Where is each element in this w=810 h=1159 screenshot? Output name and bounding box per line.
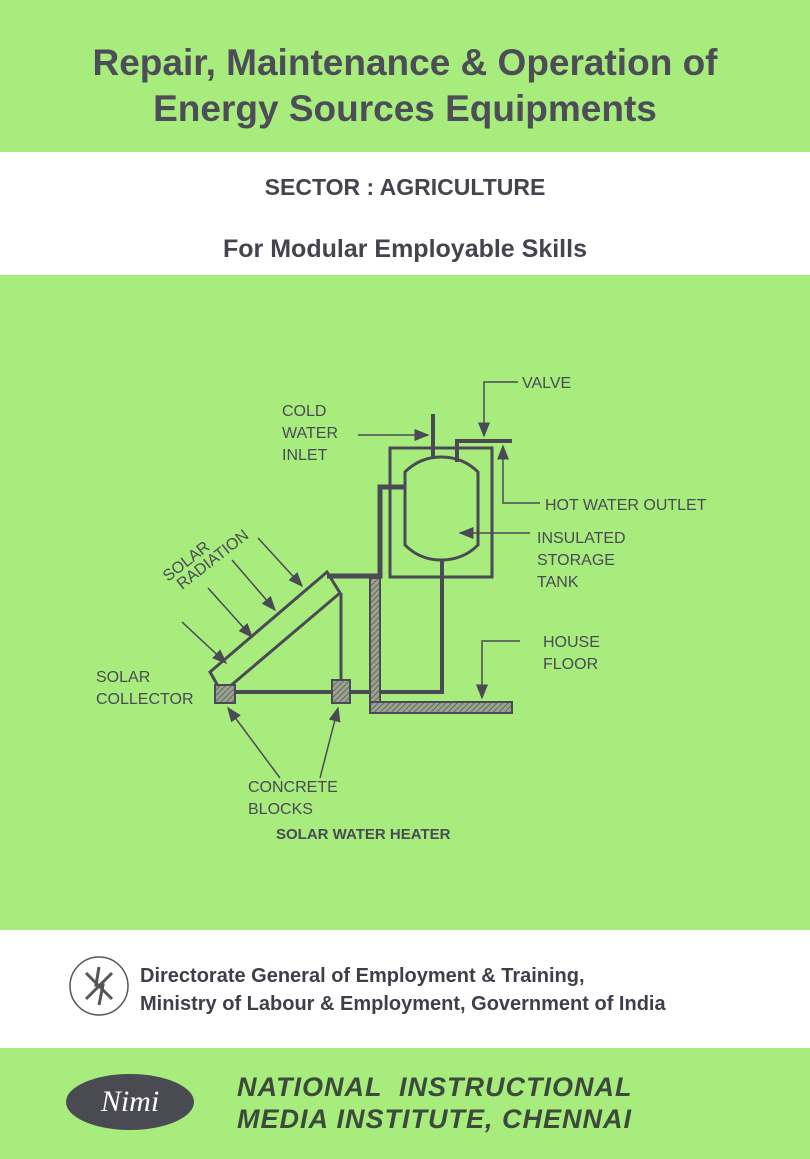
institute-line-2: MEDIA INSTITUTE, CHENNAI [237, 1104, 632, 1134]
publisher-band [0, 930, 810, 1048]
diagram-labels: VALVE COLD WATER INLET HOT WATER OUTLET … [96, 375, 707, 843]
book-title: Repair, Maintenance & Operation of Energ… [0, 40, 810, 132]
solar-collector [208, 569, 342, 696]
house-floor [369, 701, 513, 714]
publisher-line-1: Directorate General of Employment & Trai… [140, 965, 585, 987]
sector-band [0, 152, 810, 275]
institute-line-1: NATIONAL INSTRUCTIONAL [237, 1072, 633, 1102]
wall [369, 577, 381, 714]
label-concrete: CONCRETE [248, 779, 338, 796]
label-cold: COLD [282, 403, 326, 420]
diagram-caption: SOLAR WATER HEATER [276, 826, 451, 843]
label-hot-water-outlet: HOT WATER OUTLET [545, 497, 707, 514]
hot-riser-pipe [327, 484, 405, 579]
storage-tank [403, 455, 480, 562]
label-inlet: INLET [282, 447, 328, 464]
institute-name: NATIONAL INSTRUCTIONAL MEDIA INSTITUTE, … [237, 1071, 632, 1135]
publisher-line-2: Ministry of Labour & Employment, Governm… [140, 993, 666, 1015]
label-solar-collector-2: COLLECTOR [96, 691, 194, 708]
title-line-2: Energy Sources Equipments [153, 88, 657, 129]
label-tank: TANK [537, 574, 579, 591]
concrete-block-2 [331, 679, 351, 704]
nimi-logo-text: Nimi [100, 1085, 160, 1118]
concrete-block-1 [214, 684, 236, 704]
title-line-1: Repair, Maintenance & Operation of [92, 42, 718, 83]
publisher-text: Directorate General of Employment & Trai… [140, 962, 666, 1018]
subtitle: For Modular Employable Skills [223, 235, 587, 263]
nimi-logo: Nimi [66, 1074, 194, 1130]
label-insulated: INSULATED [537, 530, 626, 547]
label-water: WATER [282, 425, 338, 442]
label-solar-collector-1: SOLAR [96, 669, 150, 686]
label-floor: FLOOR [543, 656, 598, 673]
solar-water-heater-diagram: VALVE COLD WATER INLET HOT WATER OUTLET … [96, 375, 707, 843]
hot-outlet-pipe [455, 439, 512, 462]
label-blocks: BLOCKS [248, 801, 313, 818]
label-house: HOUSE [543, 634, 600, 651]
sector-label: SECTOR : AGRICULTURE [264, 174, 546, 200]
label-storage: STORAGE [537, 552, 615, 569]
dget-emblem-icon [69, 956, 129, 1016]
return-pipe [235, 560, 444, 694]
label-valve: VALVE [522, 375, 571, 392]
